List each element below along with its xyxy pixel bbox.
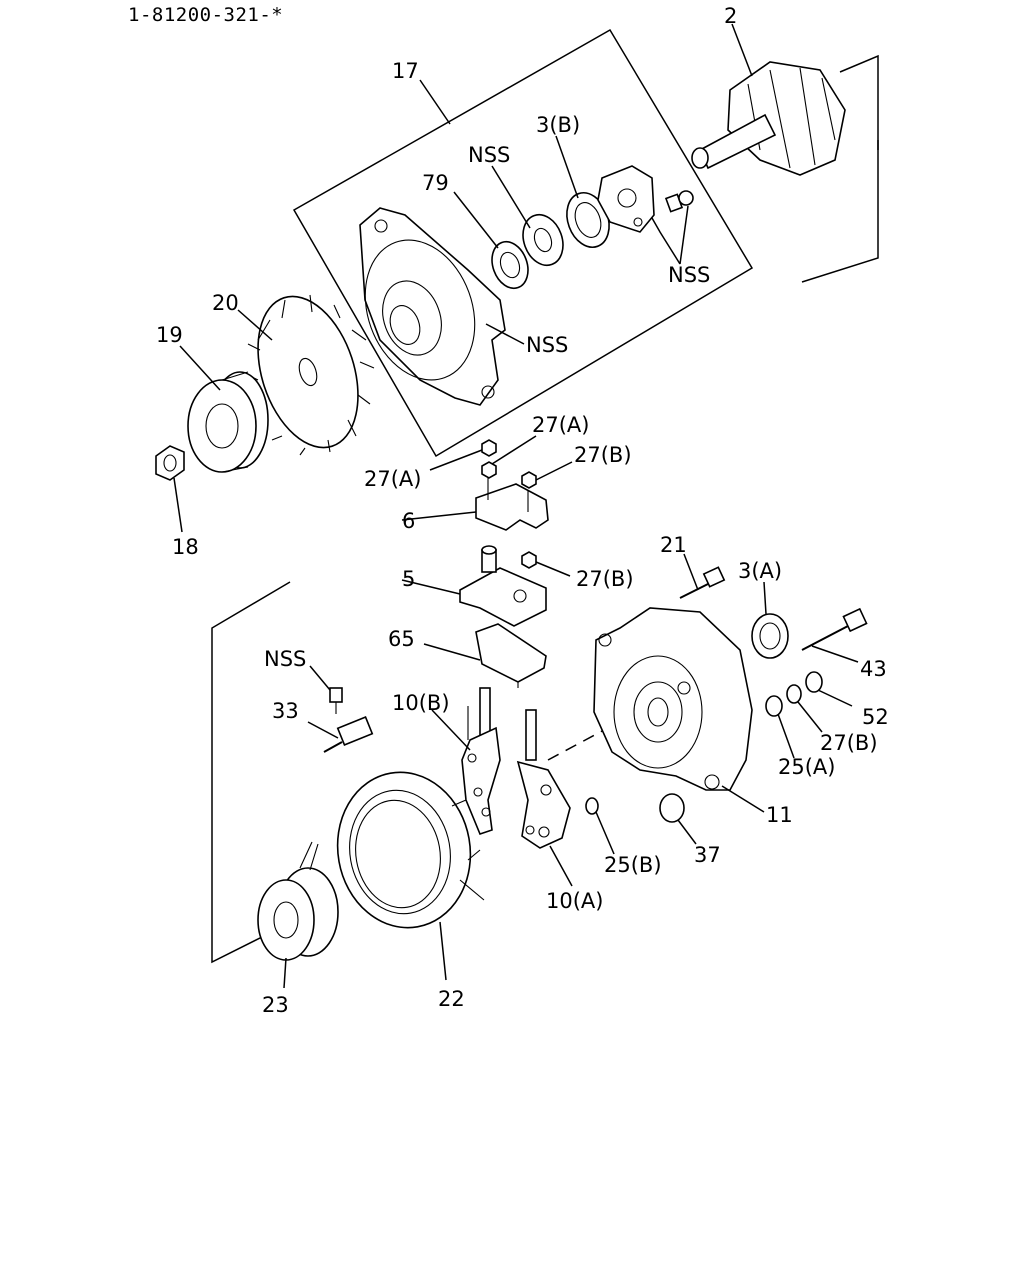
nut-27a-upper	[481, 439, 497, 457]
rectifier-10a	[516, 709, 571, 849]
callout-10b: 10(B)	[392, 691, 450, 715]
callout-52: 52	[862, 705, 889, 729]
callout-27b-top: 27(B)	[574, 443, 632, 467]
callout-nss-left: NSS	[264, 647, 306, 671]
callout-22: 22	[438, 987, 465, 1011]
rectifier-10b	[461, 687, 501, 835]
retainer-plate	[597, 165, 655, 233]
bushing-25b	[585, 797, 599, 815]
callout-6: 6	[402, 509, 415, 533]
regulator-bracket	[475, 623, 547, 688]
callout-nss-right: NSS	[668, 263, 710, 287]
cap-52	[805, 671, 823, 693]
rotor-part	[691, 61, 846, 176]
callout-79: 79	[422, 171, 449, 195]
callout-20: 20	[212, 291, 239, 315]
callout-2: 2	[724, 4, 737, 28]
pulley	[187, 371, 269, 473]
callout-27a-left: 27(A)	[364, 467, 421, 491]
callout-5: 5	[402, 567, 415, 591]
bushing-37	[659, 793, 685, 823]
part-number-code: 1-81200-321-*	[128, 4, 284, 26]
callout-nss-housing: NSS	[526, 333, 568, 357]
callout-33: 33	[272, 699, 299, 723]
screw-nss	[329, 687, 343, 714]
callout-10a: 10(A)	[546, 889, 603, 913]
callout-18: 18	[172, 535, 199, 559]
bearing-3a	[751, 613, 789, 659]
callout-37: 37	[694, 843, 721, 867]
terminal-33	[323, 715, 374, 753]
through-bolt-43	[801, 607, 868, 651]
callout-3b: 3(B)	[536, 113, 580, 137]
callout-3a: 3(A)	[738, 559, 782, 583]
slip-ring-rotor-coil	[257, 841, 339, 961]
rear-housing	[593, 607, 753, 791]
terminal-cover	[475, 478, 549, 531]
spacer-79	[491, 240, 529, 290]
callout-65: 65	[388, 627, 415, 651]
stator	[336, 771, 485, 929]
callout-43: 43	[860, 657, 887, 681]
callout-27b-mid: 27(B)	[576, 567, 634, 591]
callout-nss-top: NSS	[468, 143, 510, 167]
rotor-frame-bracket	[801, 54, 879, 283]
nut-27a-lower	[481, 461, 497, 479]
callout-19: 19	[156, 323, 183, 347]
regulator	[459, 545, 547, 627]
callout-labels: 2 17 3(B) NSS 79 NSS NSS 20 19 18 27(A) …	[156, 4, 889, 1017]
front-housing-group-frame	[292, 28, 754, 458]
callout-27b-low: 27(B)	[820, 731, 878, 755]
callout-25b: 25(B)	[604, 853, 662, 877]
retainer-screw	[664, 190, 694, 213]
nut-27b-lower	[786, 684, 802, 704]
leader-lines	[173, 23, 859, 989]
stator-frame-bracket	[211, 581, 291, 964]
callout-11: 11	[766, 803, 793, 827]
callout-25a: 25(A)	[778, 755, 835, 779]
bolt-21	[679, 566, 726, 599]
pulley-nut	[155, 445, 185, 481]
nut-27b-upper	[521, 471, 537, 489]
nut-27b-mid	[521, 551, 537, 569]
bushing-25a	[765, 695, 783, 717]
callout-23: 23	[262, 993, 289, 1017]
cooling-fan	[245, 294, 375, 456]
callout-27a-top: 27(A)	[532, 413, 589, 437]
callout-17: 17	[392, 59, 419, 83]
front-housing	[359, 207, 506, 406]
callout-21: 21	[660, 533, 687, 557]
washer-nss	[522, 213, 564, 267]
